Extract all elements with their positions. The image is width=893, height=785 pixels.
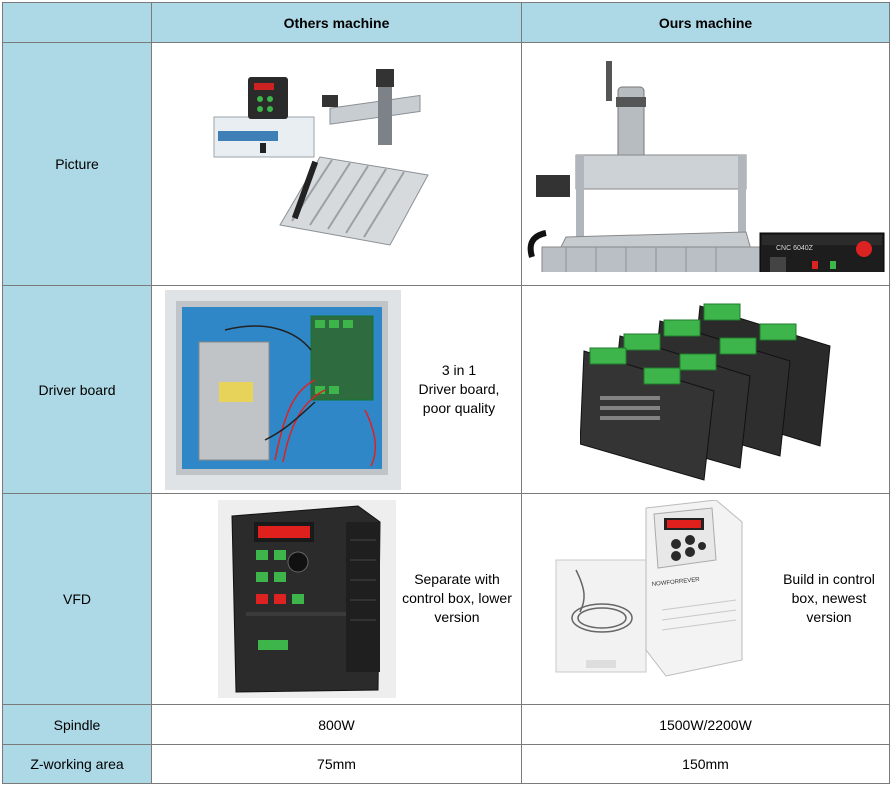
row-label-z-working-area: Z-working area <box>2 744 152 784</box>
note-line: version <box>806 609 852 625</box>
note-line: control box, lower <box>402 590 512 606</box>
note-line: box, newest <box>791 590 867 606</box>
others-driver-board-note: 3 in 1 Driver board, poor quality <box>403 361 515 418</box>
others-vfd-image <box>218 500 396 698</box>
others-vfd-cell: Separate with control box, lower version <box>151 493 522 705</box>
note-line: Build in control <box>783 571 875 587</box>
row-vfd: VFD Separate with co <box>2 493 890 705</box>
note-line: 3 in 1 <box>441 362 477 378</box>
others-cnc-machine-image <box>213 69 429 246</box>
note-line: Driver board, <box>418 381 500 397</box>
row-picture: Picture <box>2 42 890 286</box>
row-label-picture: Picture <box>2 42 152 286</box>
others-picture-cell <box>151 42 522 286</box>
others-driver-board-image <box>165 290 401 490</box>
ours-stepper-drivers-image <box>580 303 831 481</box>
ours-vfd-note: Build in control box, newest version <box>776 570 882 627</box>
row-driver-board: Driver board <box>2 285 890 494</box>
row-spindle: Spindle 800W 1500W/2200W <box>2 704 890 745</box>
row-label-vfd: VFD <box>2 493 152 705</box>
note-line: poor quality <box>422 400 496 416</box>
ours-spindle-value: 1500W/2200W <box>521 704 890 745</box>
vfd-brand-text: NOWFORREVER <box>652 577 701 588</box>
others-vfd-note: Separate with control box, lower version <box>396 570 518 627</box>
ours-vfd-image: NOWFORREVER <box>555 500 743 677</box>
others-z-area-value: 75mm <box>151 744 522 784</box>
header-row: Others machine Ours machine <box>2 2 890 43</box>
ours-cnc-machine-image: CNC 6040Z <box>527 61 885 272</box>
ours-vfd-cell: NOWFORREVER Build in control box, newest… <box>521 493 890 705</box>
header-corner <box>2 2 152 43</box>
note-line: Separate with <box>414 571 500 587</box>
header-ours: Ours machine <box>521 2 890 43</box>
others-driver-board-cell: 3 in 1 Driver board, poor quality <box>151 285 522 494</box>
note-line: version <box>434 609 480 625</box>
header-others: Others machine <box>151 2 522 43</box>
cnc-box-model-text: CNC 6040Z <box>776 245 814 252</box>
ours-picture-cell: CNC 6040Z <box>521 42 890 286</box>
row-label-driver-board: Driver board <box>2 285 152 494</box>
row-z-working-area: Z-working area 75mm 150mm <box>2 744 890 784</box>
ours-z-area-value: 150mm <box>521 744 890 784</box>
ours-driver-board-cell <box>521 285 890 494</box>
others-spindle-value: 800W <box>151 704 522 745</box>
row-label-spindle: Spindle <box>2 704 152 745</box>
